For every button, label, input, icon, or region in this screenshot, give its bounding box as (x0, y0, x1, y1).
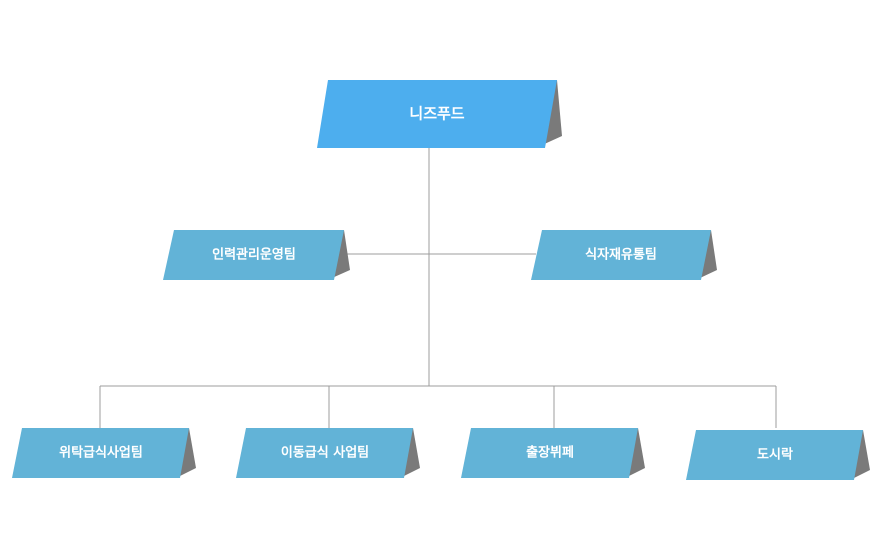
node-team-hr-label: 인력관리운영팀 (212, 247, 296, 263)
node-team-hr: 인력관리운영팀 (163, 230, 350, 280)
node-unit-2-body (236, 428, 413, 478)
node-unit-1-body (12, 428, 189, 478)
node-unit-3-label: 출장뷔페 (526, 445, 574, 461)
node-root: 니즈푸드 (317, 80, 562, 148)
node-unit-contract-catering: 위탁급식사업팀 (12, 428, 196, 478)
node-unit-3-body (461, 428, 638, 478)
node-unit-2-label: 이동급식 사업팀 (281, 445, 369, 461)
node-team-hr-body (163, 230, 344, 280)
connectors (99, 148, 777, 428)
node-team-food-body (531, 230, 711, 280)
node-unit-1-label: 위탁급식사업팀 (59, 445, 143, 461)
node-unit-4-label: 도시락 (757, 448, 793, 463)
node-unit-lunchbox: 도시락 (686, 430, 870, 480)
node-root-label: 니즈푸드 (409, 105, 464, 123)
node-unit-buffet: 출장뷔페 (461, 428, 645, 478)
node-unit-mobile-catering: 이동급식 사업팀 (236, 428, 420, 478)
node-unit-4-body (686, 430, 863, 480)
node-team-food: 식자재유통팀 (531, 230, 717, 280)
node-root-body (317, 80, 557, 148)
node-team-food-label: 식자재유통팀 (585, 247, 657, 263)
